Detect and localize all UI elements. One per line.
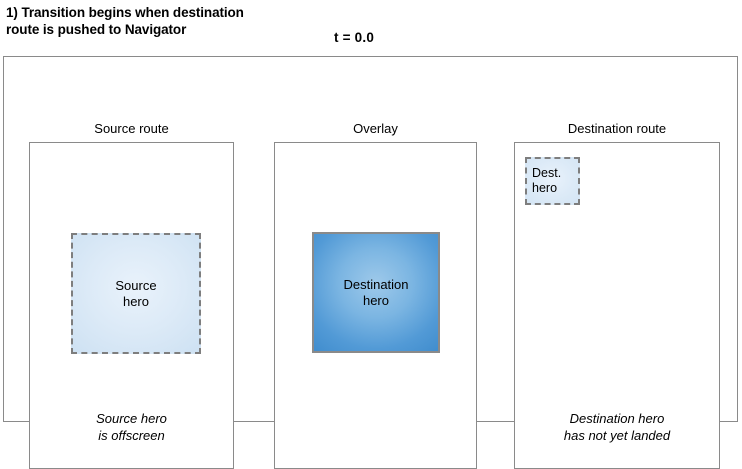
panel-title-overlay: Overlay xyxy=(353,121,398,136)
note-source-route: Source hero is offscreen xyxy=(96,411,167,443)
step-title: 1) Transition begins when destination ro… xyxy=(6,5,244,37)
panel-title-destination-route: Destination route xyxy=(567,121,667,136)
note-destination-route: Destination hero has not yet landed xyxy=(563,411,671,443)
hero-destination-overlay: Destination hero xyxy=(312,232,440,353)
panel-title-source-route: Source route xyxy=(94,121,169,136)
time-label: t = 0.0 xyxy=(334,30,375,45)
hero-destination-placeholder: Dest. hero xyxy=(525,157,580,205)
hero-source: Source hero xyxy=(71,233,201,354)
diagram-header: 1) Transition begins when destination ro… xyxy=(0,0,742,56)
diagram-frame: Source route Source hero Source hero is … xyxy=(3,56,738,469)
